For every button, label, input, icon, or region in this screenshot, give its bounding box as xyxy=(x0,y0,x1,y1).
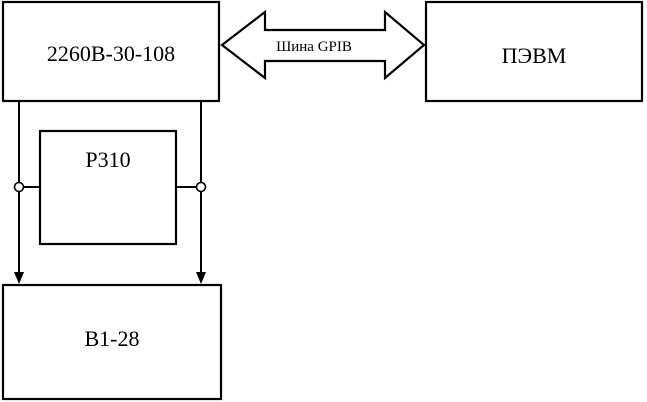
pc-block: ПЭВМ xyxy=(424,0,644,103)
pc-box xyxy=(424,0,644,103)
pc-label: ПЭВМ xyxy=(502,43,567,68)
resistor-label: Р310 xyxy=(85,147,130,172)
generator-box xyxy=(1,0,221,103)
voltmeter-box xyxy=(1,283,223,401)
generator-label: 2260B-30-108 xyxy=(47,41,175,66)
generator-block: 2260B-30-108 xyxy=(1,0,221,103)
left-arrowhead xyxy=(14,272,24,284)
gpib-bus-arrow: Шина GPIB xyxy=(220,9,426,81)
left-wire xyxy=(13,101,40,284)
right-node xyxy=(195,181,207,193)
right-wire xyxy=(176,101,207,284)
resistor-block: Р310 xyxy=(38,129,178,246)
left-node xyxy=(13,181,25,193)
bus-label: Шина GPIB xyxy=(276,39,352,55)
bus-arrow-shape xyxy=(220,9,426,81)
voltmeter-label: В1-28 xyxy=(85,326,140,351)
right-arrowhead xyxy=(196,272,206,284)
voltmeter-block: В1-28 xyxy=(1,283,223,401)
